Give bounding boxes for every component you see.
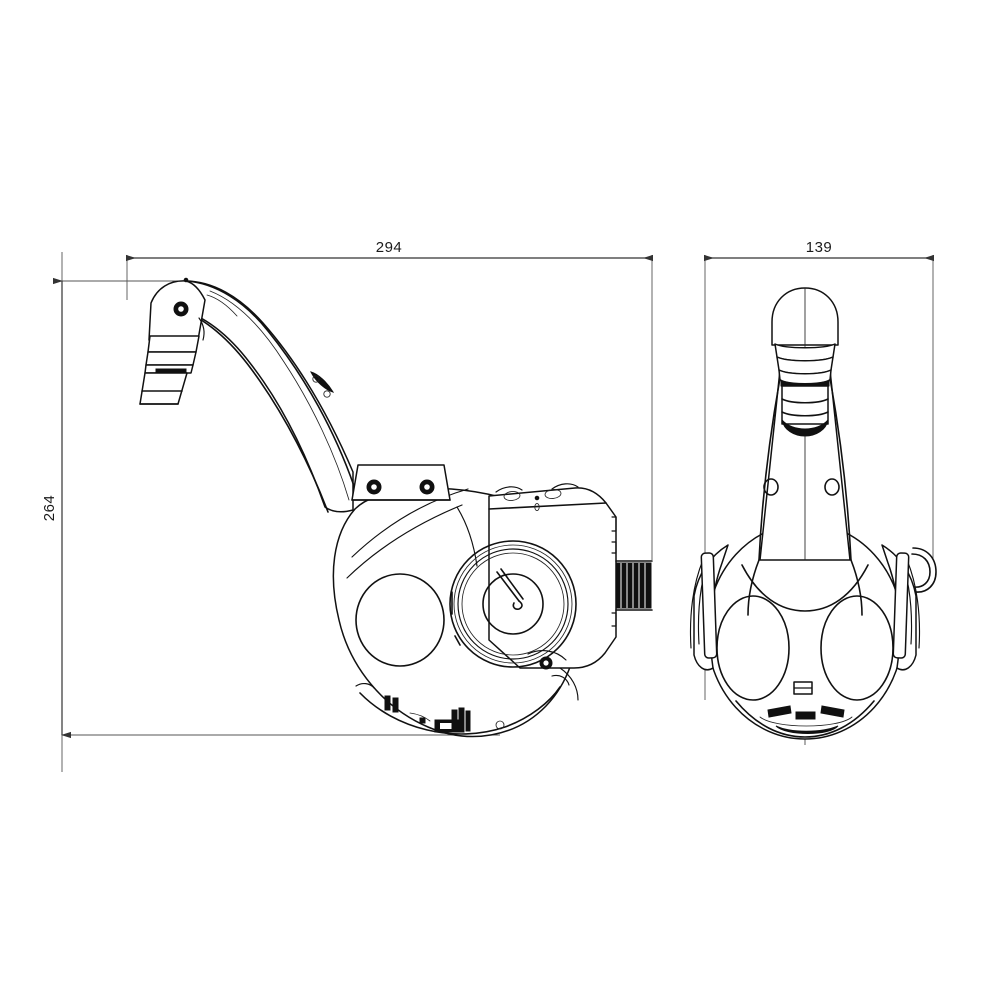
side-arm-hole-1 xyxy=(312,375,320,383)
side-foot-tab-left xyxy=(355,682,375,689)
side-nozzle-to-arm-seam xyxy=(206,294,238,317)
side-foot-tab-right xyxy=(551,674,570,686)
front-view-geometry xyxy=(689,287,937,745)
side-arm-base-plate xyxy=(351,464,451,501)
front-lens-right xyxy=(820,595,894,701)
front-arm-hole-right xyxy=(824,478,840,496)
side-dial-ring-4 xyxy=(461,552,565,656)
front-lobe-right-seam xyxy=(906,559,921,649)
side-dial-gap-lower xyxy=(454,635,461,646)
front-barrel-opening xyxy=(781,419,829,437)
front-bottom-vents xyxy=(759,705,853,734)
side-dial-outer-ring xyxy=(449,540,577,668)
front-hook-inner xyxy=(911,553,931,588)
side-dial-ring-2 xyxy=(453,544,573,664)
side-housing-tab-2 xyxy=(551,483,579,490)
side-housing-top-edge xyxy=(488,502,607,510)
dimension-framework: 294 139 264 xyxy=(41,239,934,772)
side-nipple-threads xyxy=(620,563,646,608)
dimension-label-294: 294 xyxy=(376,239,403,256)
side-dial-inner-circle xyxy=(482,573,544,635)
side-housing-slot xyxy=(534,502,540,512)
side-housing-pin xyxy=(534,495,540,501)
front-arm-hole-left xyxy=(763,478,779,496)
side-housing-latch-mid xyxy=(611,541,617,554)
side-nozzle-band-1 xyxy=(147,335,200,353)
dimension-label-264: 264 xyxy=(41,495,58,522)
side-arm-vent-mark xyxy=(310,371,335,393)
side-housing-block xyxy=(488,487,617,669)
front-lobe-right-strip xyxy=(892,552,910,659)
front-shoulder-right xyxy=(850,559,863,616)
front-barrel xyxy=(781,385,829,425)
side-nozzle-shoulder xyxy=(198,317,205,341)
front-barrel-rib-2 xyxy=(781,411,829,417)
front-lobe-left-strip xyxy=(700,552,718,659)
side-arm-inner-edge xyxy=(179,309,329,513)
front-hook-outer xyxy=(912,547,937,593)
side-contour-upper-left xyxy=(346,504,463,579)
dimension-label-139: 139 xyxy=(806,239,833,256)
front-lens-left xyxy=(716,595,790,701)
front-shoulder-arc xyxy=(741,564,869,612)
front-barrel-rib-1 xyxy=(781,398,829,404)
side-dial-handle-b xyxy=(500,568,524,600)
side-base-screw-left-center xyxy=(371,484,377,490)
side-housing-hole-2 xyxy=(544,489,562,499)
side-housing-tab-1 xyxy=(495,486,523,493)
front-lobe-left-seam xyxy=(689,559,704,649)
side-view-geometry xyxy=(139,277,653,738)
front-bottom-seam xyxy=(735,700,875,738)
side-base-screw-right-center xyxy=(424,484,430,490)
side-screw-lower-center xyxy=(543,660,549,666)
side-dial-handle-knob xyxy=(512,600,523,610)
side-arm-hole-2 xyxy=(323,390,331,398)
side-contour-rib xyxy=(456,506,478,567)
side-dial-ring-3 xyxy=(457,548,569,660)
side-housing-latch-top xyxy=(611,516,617,532)
side-rear-lower-contour xyxy=(559,667,579,701)
side-nozzle-barrel xyxy=(139,372,188,405)
side-contour-upper-left-2 xyxy=(351,488,469,558)
side-lens-circle xyxy=(355,573,445,667)
side-arm-outer xyxy=(179,280,354,513)
front-arm-left-edge xyxy=(758,361,784,561)
side-underside-details xyxy=(384,695,505,733)
side-housing-latch-bottom xyxy=(611,612,617,627)
side-nozzle-screw-center xyxy=(178,306,184,312)
side-arm-seam xyxy=(209,290,350,501)
side-dial-handle-a xyxy=(496,571,520,602)
front-shoulder-left xyxy=(747,559,760,616)
side-screw-lower-boss xyxy=(527,650,567,661)
side-nozzle-band-2 xyxy=(145,351,197,366)
side-body-bottom-seam xyxy=(359,686,561,735)
side-nozzle-tip-point xyxy=(183,277,189,283)
side-housing-hole-1 xyxy=(503,491,521,501)
front-arm-right-edge xyxy=(826,361,852,561)
side-arm-outer-edge xyxy=(185,280,355,487)
